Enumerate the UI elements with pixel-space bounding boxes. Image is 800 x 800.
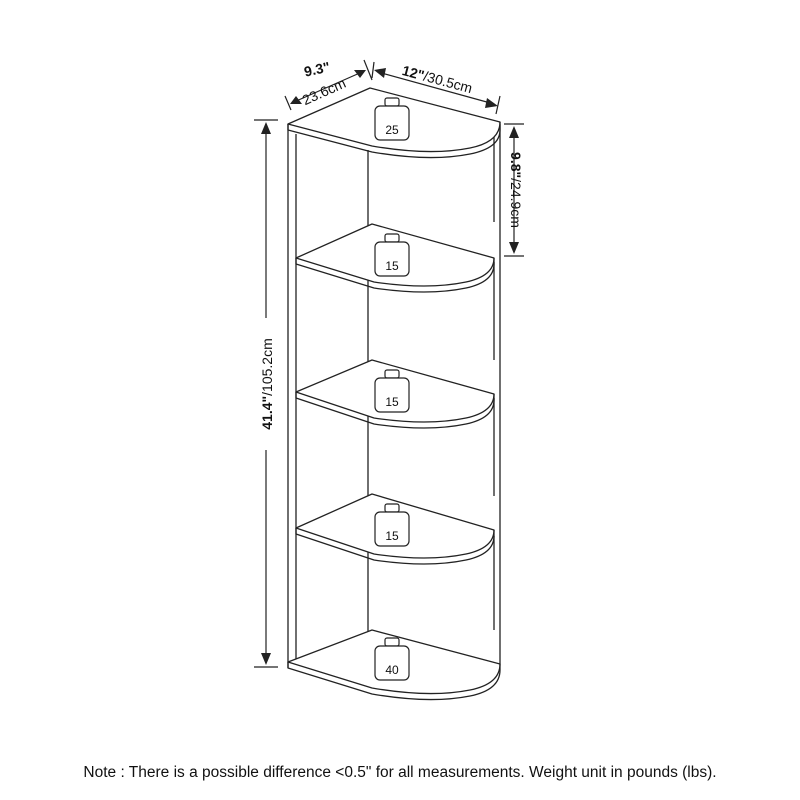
width-dimension <box>371 61 501 115</box>
weight-shelf-4: 15 <box>374 503 410 547</box>
weight-shelf-top: 25 <box>374 97 410 141</box>
weight-label-shelf-4: 15 <box>385 529 399 543</box>
shelf-gap-label: 9.8"/24.9cm <box>508 152 524 228</box>
shelf-gap-dimension <box>504 123 524 257</box>
weight-label-shelf-3: 15 <box>385 395 399 409</box>
height-centimeters: /105.2cm <box>259 338 275 396</box>
height-label: 41.4"/105.2cm <box>259 338 275 429</box>
weight-label-top: 25 <box>385 123 399 137</box>
weight-label-bottom: 40 <box>385 663 399 677</box>
measurement-note: Note : There is a possible difference <0… <box>83 764 717 781</box>
depth-dimension <box>284 59 373 111</box>
height-dimension <box>254 119 278 668</box>
weight-label-shelf-2: 15 <box>385 259 399 273</box>
shelf-gap-centimeters: /24.9cm <box>508 178 524 228</box>
height-inches: 41.4" <box>259 396 275 430</box>
width-centimeters: /30.5cm <box>422 68 474 96</box>
corner-shelf-diagram: 25 15 15 15 40 <box>254 59 524 701</box>
width-label: 12"/30.5cm <box>400 62 474 96</box>
weight-shelf-3: 15 <box>374 369 410 413</box>
weight-shelf-2: 15 <box>374 233 410 277</box>
weight-shelf-bottom: 40 <box>374 637 410 681</box>
width-inches: 12" <box>400 62 426 83</box>
shelf-gap-inches: 9.8" <box>508 152 524 178</box>
depth-inches: 9.3" <box>303 59 332 80</box>
